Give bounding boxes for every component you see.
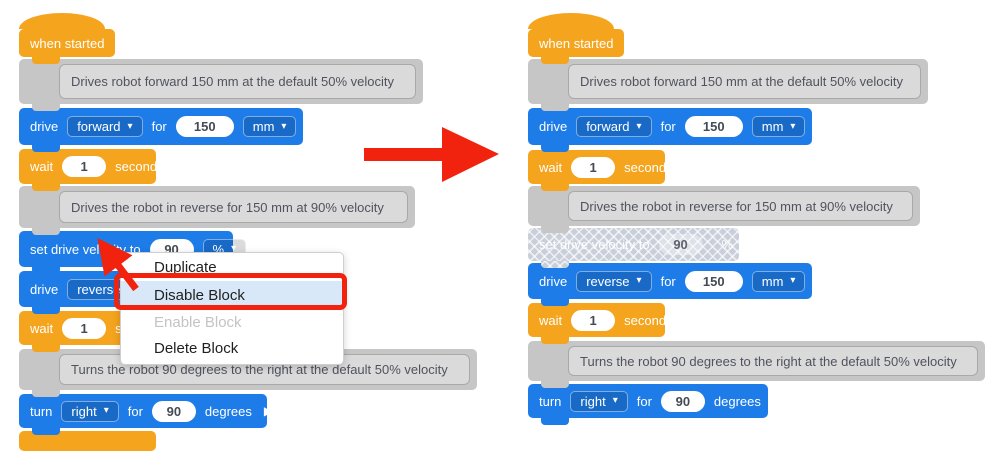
wait-block[interactable]: wait 1 seconds (19, 149, 164, 191)
for-label: for (151, 119, 167, 134)
drive-forward-block[interactable]: drive forward▾ for 150 mm▾ ▶ (528, 108, 827, 152)
chevron-down-icon: ▾ (127, 120, 133, 132)
chevron-down-icon: ▾ (636, 120, 642, 132)
play-icon[interactable]: ▶ (817, 274, 827, 288)
distance-input[interactable]: 150 (175, 116, 234, 137)
turn-label: turn (30, 403, 53, 419)
turn-block[interactable]: turn right▾ for 90 degrees ▶ (19, 394, 273, 435)
comment-text[interactable]: Turns the robot 90 degrees to the right … (59, 354, 470, 385)
velocity-input[interactable]: 90 (658, 234, 703, 255)
set-velocity-label: set drive velocity to (539, 237, 650, 252)
comment-text[interactable]: Turns the robot 90 degrees to the right … (568, 346, 978, 376)
for-label: for (660, 273, 676, 289)
chevron-down-icon: ▾ (103, 405, 109, 416)
set-drive-velocity-block-disabled[interactable]: set drive velocity to 90 %▾ (528, 228, 745, 268)
menu-item-enable-block: Enable Block (154, 314, 242, 331)
big-red-arrow-icon (364, 127, 499, 182)
duration-input[interactable]: 1 (62, 317, 107, 339)
comment-text[interactable]: Drives robot forward 150 mm at the defau… (59, 64, 416, 99)
play-icon[interactable]: ▶ (263, 404, 274, 418)
drive-reverse-block[interactable]: drive reverse▾ for 150 mm▾ ▶ (528, 263, 827, 306)
wait-block[interactable]: wait 1 seconds (528, 150, 673, 191)
play-icon[interactable]: ▶ (817, 119, 827, 134)
turn-block[interactable]: turn right▾ for 90 degrees ▶ (528, 384, 782, 425)
duration-input[interactable]: 1 (62, 156, 107, 177)
wait-label: wait (539, 159, 563, 175)
direction-dropdown[interactable]: reverse▾ (576, 270, 652, 292)
wait-label: wait (539, 312, 563, 328)
chevron-down-icon: ▾ (612, 395, 618, 406)
chevron-down-icon: ▾ (281, 120, 287, 132)
duration-input[interactable]: 1 (571, 309, 616, 331)
angle-input[interactable]: 90 (660, 390, 705, 412)
comment-block-reverse[interactable]: Drives the robot in reverse for 150 mm a… (19, 186, 415, 235)
angle-input[interactable]: 90 (151, 400, 196, 422)
drive-label: drive (30, 119, 59, 134)
play-icon[interactable]: ▶ (308, 119, 318, 134)
seconds-label: seconds (115, 159, 164, 174)
wait-block[interactable]: wait 1 seconds (528, 303, 673, 344)
seconds-label: seconds (624, 312, 673, 328)
chevron-down-icon: ▾ (231, 243, 237, 254)
when-started-hat-block[interactable]: when started (528, 13, 624, 64)
play-icon[interactable]: ▶ (772, 394, 783, 408)
chevron-down-icon: ▾ (636, 275, 642, 286)
for-label: for (127, 403, 143, 419)
chevron-down-icon: ▾ (740, 238, 746, 250)
degrees-label: degrees (713, 393, 761, 409)
chevron-down-icon: ▾ (790, 275, 796, 286)
direction-dropdown[interactable]: right▾ (61, 400, 119, 422)
direction-dropdown[interactable]: forward▾ (576, 116, 652, 137)
turn-label: turn (539, 393, 562, 409)
drive-label: drive (30, 281, 59, 297)
direction-dropdown[interactable]: right▾ (570, 390, 628, 412)
drive-label: drive (539, 119, 568, 134)
comment-block-reverse[interactable]: Drives the robot in reverse for 150 mm a… (528, 186, 920, 233)
hat-label: when started (30, 35, 105, 51)
drive-forward-block[interactable]: drive forward▾ for 150 mm▾ ▶ (19, 108, 318, 152)
for-label: for (660, 119, 676, 134)
duration-input[interactable]: 1 (571, 156, 616, 178)
percent-dropdown[interactable]: %▾ (721, 237, 746, 252)
comment-text[interactable]: Drives robot forward 150 mm at the defau… (568, 64, 921, 99)
comment-block-forward[interactable]: Drives robot forward 150 mm at the defau… (528, 59, 928, 111)
for-label: for (636, 393, 652, 409)
when-started-hat-block[interactable]: when started (19, 13, 115, 64)
unit-dropdown[interactable]: mm▾ (751, 270, 806, 292)
degrees-label: degrees (204, 403, 252, 419)
comment-text[interactable]: Drives the robot in reverse for 150 mm a… (59, 191, 408, 223)
direction-dropdown[interactable]: forward▾ (67, 116, 143, 137)
wait-label: wait (30, 159, 54, 174)
menu-item-disable-block[interactable]: Disable Block (121, 281, 343, 310)
comment-block-turn[interactable]: Turns the robot 90 degrees to the right … (528, 341, 985, 388)
wait-label: wait (30, 320, 54, 336)
context-menu: Duplicate Disable Block Enable Block Del… (120, 252, 344, 365)
menu-item-duplicate[interactable]: Duplicate (154, 259, 217, 276)
comment-block-turn[interactable]: Turns the robot 90 degrees to the right … (19, 349, 477, 397)
menu-item-delete-block[interactable]: Delete Block (154, 340, 239, 357)
unit-dropdown[interactable]: mm▾ (242, 116, 297, 137)
hat-label: when started (539, 35, 614, 51)
comment-block-forward[interactable]: Drives robot forward 150 mm at the defau… (19, 59, 423, 111)
unit-dropdown[interactable]: mm▾ (751, 116, 806, 137)
drive-label: drive (539, 273, 568, 289)
distance-input[interactable]: 150 (684, 270, 743, 292)
comment-text[interactable]: Drives the robot in reverse for 150 mm a… (568, 191, 913, 221)
seconds-label: seconds (624, 159, 673, 175)
chevron-down-icon: ▾ (790, 120, 796, 132)
distance-input[interactable]: 150 (684, 116, 743, 137)
